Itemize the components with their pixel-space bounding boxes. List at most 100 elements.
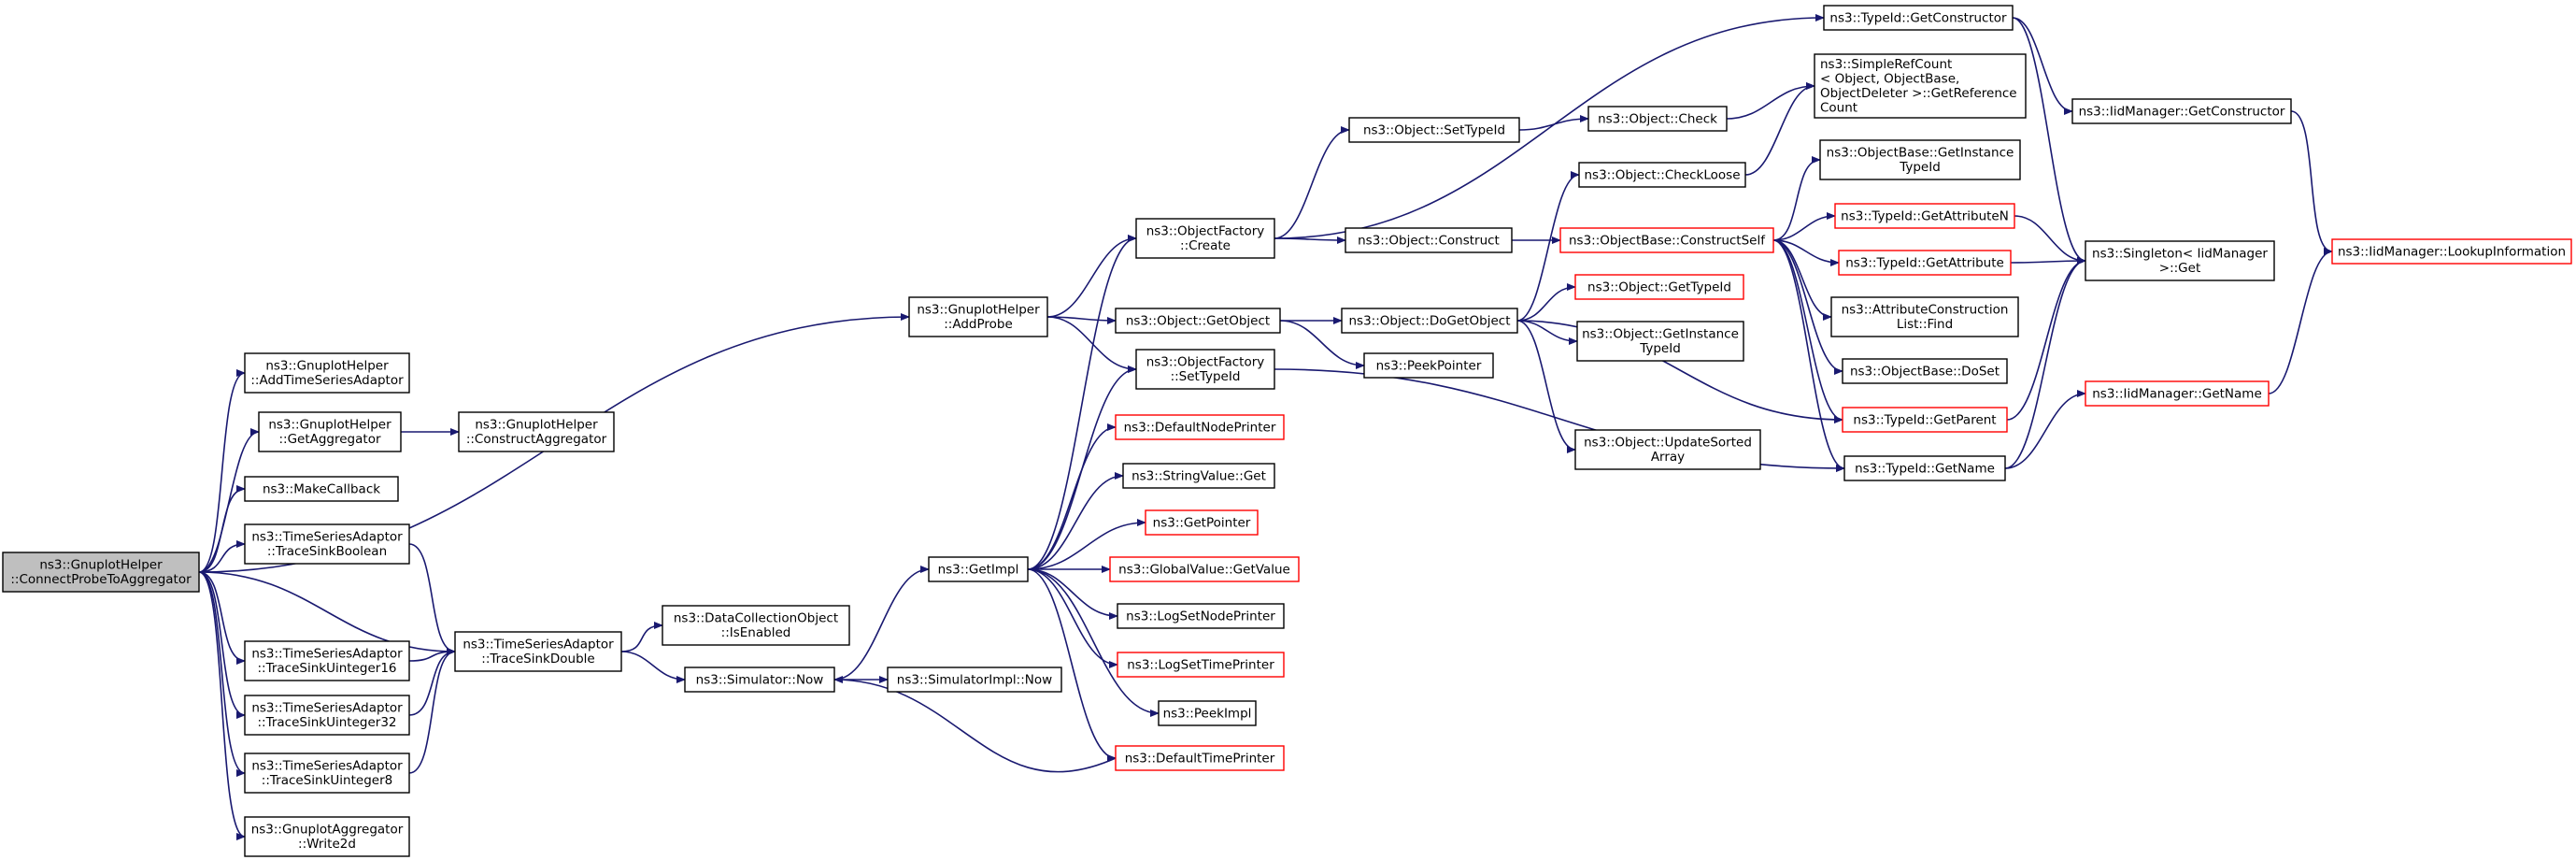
node-traceSinkDouble[interactable]: ns3::TimeSeriesAdaptor::TraceSinkDouble [454,631,622,672]
node-box [244,523,410,565]
node-ofSetTypeId[interactable]: ns3::ObjectFactory::SetTypeId [1135,349,1275,390]
node-obConstructSelf[interactable]: ns3::ObjectBase::ConstructSelf [1559,227,1774,253]
node-getImpl[interactable]: ns3::GetImpl [928,556,1029,582]
node-objConstruct[interactable]: ns3::Object::Construct [1345,227,1513,253]
node-traceSinkU8[interactable]: ns3::TimeSeriesAdaptor::TraceSinkUintege… [244,752,410,794]
node-objGetTypeId[interactable]: ns3::Object::GetTypeId [1574,274,1744,300]
node-globalValueGet[interactable]: ns3::GlobalValue::GetValue [1109,556,1300,582]
edge-obConstructSelf-to-obDoSet [1772,239,1843,375]
node-getAggregator[interactable]: ns3::GnuplotHelper::GetAggregator [258,411,402,452]
node-label-line: ns3::Object::Check [1598,111,1717,126]
node-addTimeSeries[interactable]: ns3::GnuplotHelper::AddTimeSeriesAdaptor [244,352,410,394]
edge-typeIdGetAttr-to-singletonGet [2010,257,2086,265]
node-label-line: ns3::DefaultTimePrinter [1125,751,1275,766]
node-iidGetConstructor[interactable]: ns3::IidManager::GetConstructor [2071,98,2292,124]
node-write2d[interactable]: ns3::GnuplotAggregator::Write2d [244,816,410,857]
node-objCheckLoose[interactable]: ns3::Object::CheckLoose [1578,162,1746,188]
node-label-line: ::Create [1180,238,1231,253]
node-label-line: ns3::GnuplotHelper [475,418,598,433]
node-box [1843,455,2006,481]
node-getPointer[interactable]: ns3::GetPointer [1145,509,1259,536]
node-makeCallback[interactable]: ns3::MakeCallback [244,476,399,502]
node-stringValueGet[interactable]: ns3::StringValue::Get [1122,463,1275,489]
node-box [1115,414,1285,440]
node-label-line: ns3::MakeCallback [263,481,380,496]
node-label-line: ns3::SimpleRefCount [1820,57,1952,72]
node-box [1830,296,2019,337]
node-box [458,411,615,452]
node-traceSinkU16[interactable]: ns3::TimeSeriesAdaptor::TraceSinkUintege… [244,640,410,681]
node-label-line: ns3::Object::UpdateSorted [1584,436,1752,451]
node-typeIdGetParent[interactable]: ns3::TypeId::GetParent [1842,407,2008,433]
node-box [1838,250,2012,276]
node-typeIdGetAttrN[interactable]: ns3::TypeId::GetAttributeN [1834,203,2015,229]
edge-obConstructSelf-to-obGetInstanceTypeId [1772,156,1821,241]
node-peekPointer[interactable]: ns3::PeekPointer [1363,352,1494,379]
node-root[interactable]: ns3::GnuplotHelper::ConnectProbeToAggreg… [2,552,200,593]
node-logSetNodePrinter[interactable]: ns3::LogSetNodePrinter [1117,603,1285,629]
node-simImplNow[interactable]: ns3::SimulatorImpl::Now [887,666,1062,693]
node-label-line: ::TraceSinkUinteger16 [258,661,397,676]
node-label-line: ObjectDeleter >::GetReference [1820,86,2017,101]
node-iidLookup[interactable]: ns3::IidManager::LookupInformation [2331,238,2572,265]
node-traceSinkU32[interactable]: ns3::TimeSeriesAdaptor::TraceSinkUintege… [244,695,410,736]
node-label-line: ns3::Object::SetTypeId [1363,122,1505,137]
node-label-line: ns3::IidManager::GetConstructor [2079,104,2285,119]
edge-objDoGetObject-to-objGetTypeId [1516,283,1576,322]
edge-typeIdGetConstructor-to-singletonGet [2012,17,2086,265]
edge-root-to-traceSinkU8 [198,571,246,777]
node-simNow[interactable]: ns3::Simulator::Now [684,666,835,693]
node-label-line: ns3::GlobalValue::GetValue [1118,562,1290,577]
node-box [1823,5,2014,31]
node-box [1345,227,1513,253]
node-objGetObject[interactable]: ns3::Object::GetObject [1115,308,1281,334]
node-traceSinkBoolean[interactable]: ns3::TimeSeriesAdaptor::TraceSinkBoolean [244,523,410,565]
node-label-line: ::AddProbe [944,317,1013,332]
node-objSetTypeId[interactable]: ns3::Object::SetTypeId [1348,117,1520,143]
node-isEnabled[interactable]: ns3::DataCollectionObject::IsEnabled [662,605,850,646]
node-logSetTimePrinter[interactable]: ns3::LogSetTimePrinter [1117,652,1285,678]
node-box [1341,308,1518,334]
node-box [1348,117,1520,143]
node-label-line: ns3::Object::GetTypeId [1587,280,1731,294]
edge-getImpl-to-defaultNodePrinter [1027,423,1117,570]
node-singletonGet[interactable]: ns3::Singleton< IidManager>::Get [2085,240,2275,281]
node-label-line: ns3::ObjectBase::DoSet [1850,364,2000,379]
node-box [2331,238,2572,265]
node-iidGetName[interactable]: ns3::IidManager::GetName [2085,380,2270,407]
node-simpleRefCount[interactable]: ns3::SimpleRefCount< Object, ObjectBase,… [1814,53,2027,119]
node-constructAggregator[interactable]: ns3::GnuplotHelper::ConstructAggregator [458,411,615,452]
edge-getImpl-to-logSetNodePrinter [1027,568,1118,620]
node-label-line: ::TraceSinkBoolean [267,544,387,559]
node-addProbe[interactable]: ns3::GnuplotHelper::AddProbe [908,296,1048,337]
edge-getImpl-to-stringValueGet [1027,472,1124,570]
edge-root-to-write2d [198,571,246,840]
node-defaultTimePrinter[interactable]: ns3::DefaultTimePrinter [1115,745,1285,771]
edge-getImpl-to-ofCreate [1027,235,1137,570]
node-box [1117,652,1285,678]
edge-objGetObject-to-peekPointer [1279,320,1365,369]
node-typeIdGetName[interactable]: ns3::TypeId::GetName [1843,455,2006,481]
edge-typeIdGetName-to-iidGetName [2004,390,2086,469]
node-objDoGetObject[interactable]: ns3::Object::DoGetObject [1341,308,1518,334]
node-label-line: ns3::TimeSeriesAdaptor [251,701,403,716]
node-typeIdGetConstructor[interactable]: ns3::TypeId::GetConstructor [1823,5,2014,31]
node-objCheck[interactable]: ns3::Object::Check [1587,106,1728,132]
node-box [1834,203,2015,229]
node-label-line: ns3::LogSetTimePrinter [1127,657,1274,672]
node-box [1576,321,1744,362]
node-defaultNodePrinter[interactable]: ns3::DefaultNodePrinter [1115,414,1285,440]
node-label-line: ns3::StringValue::Get [1131,468,1266,483]
node-box [1574,274,1744,300]
node-box [2,552,200,593]
node-box [244,640,410,681]
node-obDoSet[interactable]: ns3::ObjectBase::DoSet [1842,358,2008,384]
node-typeIdGetAttr[interactable]: ns3::TypeId::GetAttribute [1838,250,2012,276]
edge-iidGetConstructor-to-iidLookup [2290,110,2333,255]
node-peekImpl[interactable]: ns3::PeekImpl [1158,700,1257,726]
node-ofCreate[interactable]: ns3::ObjectFactory::Create [1135,218,1275,259]
